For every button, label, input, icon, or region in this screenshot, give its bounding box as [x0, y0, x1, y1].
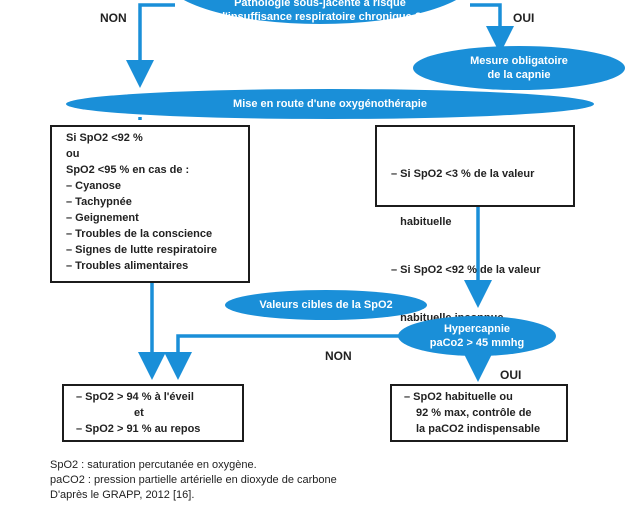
capnie-line1: Mesure obligatoire [470, 55, 568, 67]
left-line-0: Si SpO2 <92 % [66, 132, 143, 144]
target-hyper-line2: 92 % max, contrôle de [416, 407, 532, 419]
valeurs-cibles-ellipse: Valeurs cibles de la SpO2 [225, 290, 427, 320]
footnote-spo2: SpO2 : saturation percutanée en oxygène. [50, 459, 257, 471]
footnote-paco2: paCO2 : pression partielle artérielle en… [50, 474, 337, 486]
hypercapnie-line2: paCo2 > 45 mmhg [429, 337, 525, 349]
target-normal-line2: et [134, 407, 144, 419]
target-normal-box: – SpO2 > 94 % à l'éveil et – SpO2 > 91 %… [62, 384, 244, 442]
label-non-top: NON [100, 11, 127, 25]
right-criteria-box: – Si SpO2 <3 % de la valeur habituelle –… [375, 125, 575, 324]
left-line-2: SpO2 <95 % en cas de : [66, 164, 190, 176]
left-line-7: – Signes de lutte respiratoire [66, 244, 217, 256]
footnote-source: D'après le GRAPP, 2012 [16]. [50, 489, 195, 501]
oxygen-ellipse: Mise en route d'une oxygénothérapie [66, 89, 594, 119]
right-line-0: – Si SpO2 <3 % de la valeur [391, 168, 535, 180]
arrow-oui-top [470, 3, 514, 54]
oxygen-label: Mise en route d'une oxygénothérapie [233, 98, 427, 110]
left-line-1: ou [66, 148, 80, 160]
left-criteria-box: Si SpO2 <92 % ou SpO2 <95 % en cas de : … [50, 125, 250, 283]
right-line-1: habituelle [391, 216, 452, 228]
arrow-non-top [126, 3, 175, 88]
left-line-3: – Cyanose [66, 180, 122, 192]
valeurs-cibles-label: Valeurs cibles de la SpO2 [259, 299, 393, 311]
label-non-mid: NON [325, 349, 352, 363]
label-oui-top: OUI [513, 11, 535, 25]
arrow-non-mid [164, 334, 400, 380]
target-normal-line1: – SpO2 > 94 % à l'éveil [76, 391, 194, 403]
left-line-5: – Geignement [66, 212, 139, 224]
left-line-6: – Troubles de la conscience [66, 228, 213, 240]
capnie-line2: de la capnie [487, 69, 551, 81]
question-line1: Pathologie sous-jacente à risque [234, 0, 406, 9]
target-hypercapnie-box: – SpO2 habituelle ou 92 % max, contrôle … [390, 384, 568, 442]
capnie-ellipse: Mesure obligatoire de la capnie [413, 46, 625, 90]
left-line-4: – Tachypnée [66, 196, 132, 208]
label-oui-mid: OUI [500, 368, 522, 382]
hypercapnie-line1: Hypercapnie [443, 323, 510, 335]
target-hyper-line3: la paCO2 indispensable [416, 423, 541, 435]
right-line-2: – Si SpO2 <92 % de la valeur [391, 264, 541, 276]
question-line2: d'insuffisance respiratoire chronique ? [218, 11, 422, 23]
target-normal-line3: – SpO2 > 91 % au repos [76, 423, 201, 435]
hypercapnie-ellipse: Hypercapnie paCo2 > 45 mmhg [398, 316, 556, 356]
left-line-8: – Troubles alimentaires [66, 260, 189, 272]
target-hyper-line1: – SpO2 habituelle ou [404, 391, 513, 403]
